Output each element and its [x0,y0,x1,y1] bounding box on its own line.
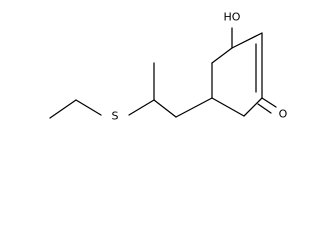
bond-ch2-ch [153,99,177,118]
bond-ch2-ch3 [49,99,77,119]
side-chain [49,62,213,119]
carbonyl-oxygen-label: O [279,108,288,121]
bond-c5-ch2 [175,97,213,118]
ring [211,32,263,117]
bond-c3-c2 [231,32,263,49]
bond-c1-o-double [257,103,272,114]
bond-ch-s [128,99,155,116]
bond-c1-o [261,97,277,108]
chemical-structure: HO O S [49,11,288,123]
sulfur-label: S [112,110,119,123]
bond-c1-c6 [243,97,263,117]
bond-c6-c5 [211,97,245,117]
hydroxyl-label: HO [224,11,241,24]
bond-s-ch2 [75,99,102,116]
bond-c5-c6 [211,47,233,64]
